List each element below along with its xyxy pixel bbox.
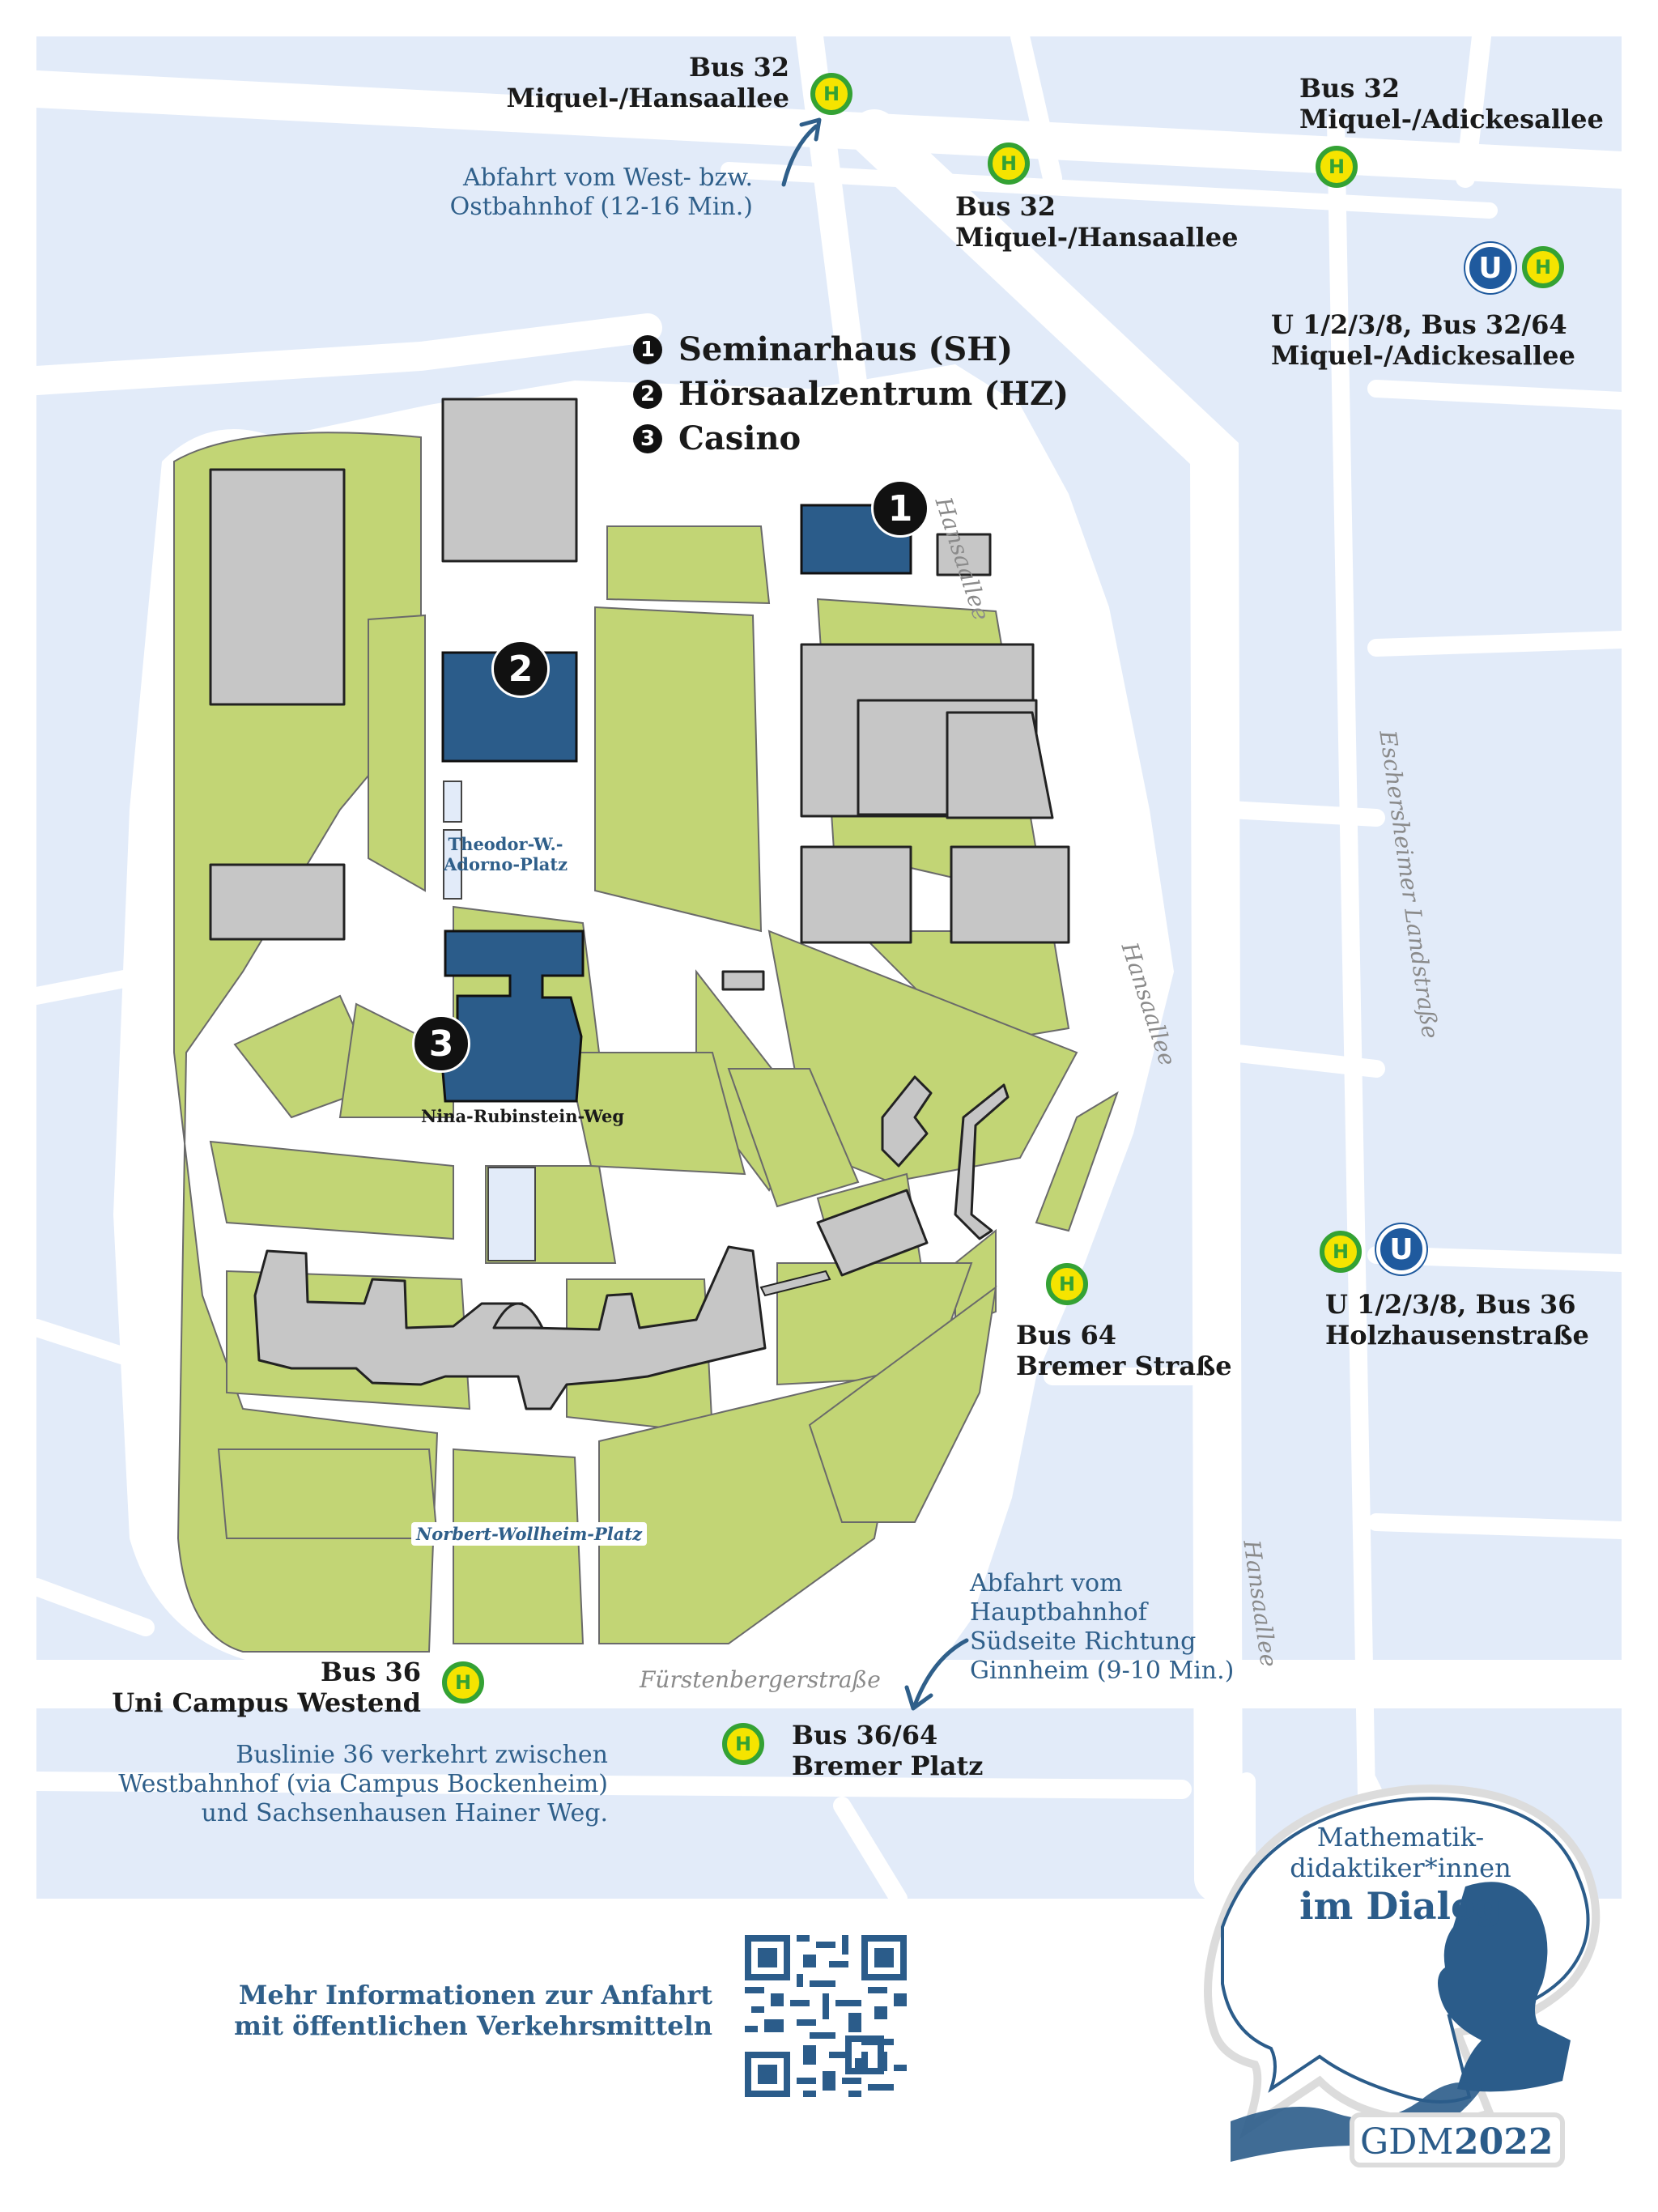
stop-label-bus32-adickes: Bus 32 Miquel-/Adickesallee — [1299, 73, 1604, 135]
stop-line: Bus 36 — [321, 1657, 421, 1687]
stop-line: U 1/2/3/8, Bus 32/64 — [1271, 309, 1567, 340]
note-line: Abfahrt vom West- bzw. — [462, 164, 753, 192]
note-line: Südseite Richtung — [970, 1627, 1197, 1656]
note-line: Buslinie 36 verkehrt zwischen — [236, 1741, 608, 1769]
marker-casino[interactable]: 3 — [412, 1015, 470, 1073]
marker-hoersaalzentrum[interactable]: 2 — [491, 640, 550, 698]
stop-label-bus36-westend: Bus 36 Uni Campus Westend — [112, 1657, 421, 1719]
note-line: Westbahnhof (via Campus Bockenheim) — [118, 1770, 608, 1798]
adorno-water-2 — [443, 829, 462, 900]
street-fuerstenberger: Fürstenbergerstraße — [640, 1666, 881, 1693]
stop-line: Bus 32 — [689, 52, 789, 83]
bus-stop-icon[interactable]: H — [1320, 1231, 1362, 1273]
more-info-text: Mehr Informationen zur Anfahrt mit öffen… — [234, 1980, 712, 2042]
stop-line: Bus 32 — [1299, 73, 1400, 104]
stop-name: Uni Campus Westend — [112, 1687, 421, 1719]
ubahn-stop-icon[interactable]: U — [1465, 243, 1516, 293]
note-line: und Sachsenhausen Hainer Weg. — [201, 1799, 608, 1827]
pond — [487, 1167, 536, 1261]
venue-casino — [440, 929, 585, 1103]
stop-line: Bus 36/64 — [792, 1720, 938, 1750]
legend-number: 2 — [633, 379, 662, 409]
buildings — [209, 398, 1070, 1410]
stop-line: U 1/2/3/8, Bus 36 — [1325, 1289, 1576, 1320]
gdm-logo[interactable]: Mathematik- didaktiker*innen im Dialog G… — [1198, 1741, 1619, 2194]
bus-stop-icon[interactable]: H — [1316, 146, 1358, 188]
bus-stop-icon[interactable]: H — [810, 73, 852, 115]
legend: 1 Seminarhaus (SH) 2 Hörsaalzentrum (HZ)… — [633, 330, 1069, 457]
arrow-hauptbahnhof — [904, 1638, 969, 1711]
bus-stop-icon[interactable]: H — [442, 1661, 484, 1704]
note-line: Ostbahnhof (12-16 Min.) — [449, 193, 753, 221]
stop-name: Miquel-/Adickesallee — [1271, 340, 1575, 372]
bus-stop-icon[interactable]: H — [1522, 246, 1564, 288]
note-line: Hauptbahnhof — [970, 1598, 1147, 1627]
logo-line-3: im Dialog — [1299, 1884, 1502, 1928]
stop-label-bus32-west: Bus 32 Miquel-/Hansaallee — [507, 52, 789, 114]
logo-line-2: didaktiker*innen — [1290, 1853, 1511, 1883]
stop-name: Miquel-/Hansaallee — [955, 222, 1239, 253]
stop-name: Miquel-/Adickesallee — [1299, 104, 1604, 135]
legend-label: Seminarhaus (SH) — [678, 330, 1013, 368]
bus-stop-icon[interactable]: H — [722, 1723, 764, 1765]
adorno-water-1 — [443, 781, 462, 823]
stop-name: Bremer Platz — [792, 1750, 984, 1782]
marker-seminarhaus[interactable]: 1 — [871, 479, 929, 538]
logo-year: 2022 — [1454, 2121, 1553, 2163]
building-connector — [759, 1270, 831, 1297]
logo-brand: GDM — [1360, 2121, 1453, 2163]
portrait-silhouette — [1438, 1882, 1571, 2092]
note-line: Abfahrt vom — [970, 1569, 1123, 1597]
legend-item: 1 Seminarhaus (SH) — [633, 330, 1069, 368]
note-westbahnhof: Abfahrt vom West- bzw. Ostbahnhof (12-16… — [450, 164, 753, 222]
stop-label-u-adickes: U 1/2/3/8, Bus 32/64 Miquel-/Adickesalle… — [1271, 309, 1575, 372]
stop-name: Miquel-/Hansaallee — [506, 83, 789, 114]
more-info-line: mit öffentlichen Verkehrsmitteln — [234, 2010, 712, 2042]
stop-label-bus3664: Bus 36/64 Bremer Platz — [792, 1720, 983, 1782]
note-line: Ginnheim (9-10 Min.) — [970, 1657, 1235, 1685]
stop-name: Bremer Straße — [1016, 1351, 1232, 1382]
legend-label: Casino — [678, 419, 801, 457]
plaza-adorno: Theodor-W.- Adorno-Platz — [444, 834, 568, 875]
arrow-westbahnhof — [781, 117, 822, 187]
plaza-rubinstein: Nina-Rubinstein-Weg — [421, 1106, 625, 1126]
ubahn-stop-icon[interactable]: U — [1376, 1224, 1426, 1274]
legend-item: 2 Hörsaalzentrum (HZ) — [633, 375, 1069, 413]
stop-label-u-holzhausen: U 1/2/3/8, Bus 36 Holzhausenstraße — [1325, 1289, 1589, 1351]
logo-line-1: Mathematik- — [1317, 1822, 1484, 1853]
stop-line: Bus 64 — [1016, 1320, 1116, 1351]
stop-label-bus64: Bus 64 Bremer Straße — [1016, 1320, 1232, 1382]
legend-number: 3 — [633, 423, 662, 453]
legend-number: 1 — [633, 334, 662, 364]
note-buslinie36: Buslinie 36 verkehrt zwischen Westbahnho… — [118, 1741, 608, 1828]
bus-stop-icon[interactable]: H — [988, 143, 1030, 185]
road-network — [12, 23, 1646, 1908]
stop-line: Bus 32 — [955, 191, 1056, 222]
more-info-line: Mehr Informationen zur Anfahrt — [238, 1980, 712, 2010]
qr-code[interactable] — [745, 1935, 907, 2097]
plaza-wollheim: Norbert-Wollheim-Platz — [411, 1522, 648, 1546]
legend-item: 3 Casino — [633, 419, 1069, 457]
bus-stop-icon[interactable]: H — [1046, 1263, 1088, 1305]
stop-label-bus32-east: Bus 32 Miquel-/Hansaallee — [955, 191, 1238, 253]
note-hauptbahnhof: Abfahrt vom Hauptbahnhof Südseite Richtu… — [970, 1569, 1234, 1686]
stop-name: Holzhausenstraße — [1325, 1320, 1589, 1351]
legend-label: Hörsaalzentrum (HZ) — [678, 375, 1069, 413]
